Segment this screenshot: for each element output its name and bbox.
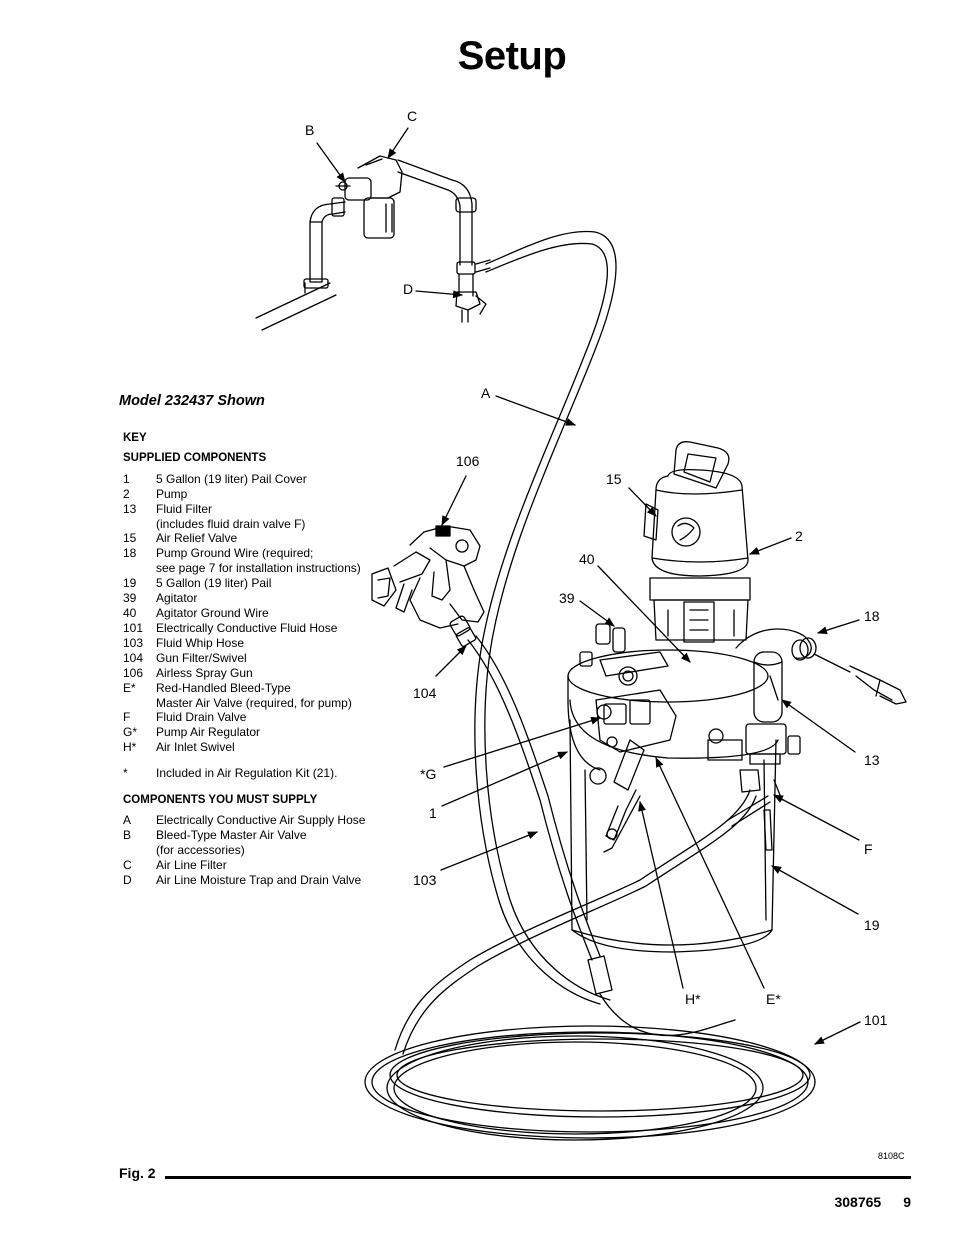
whip-hose	[467, 635, 736, 1037]
pail	[567, 649, 779, 953]
fluid-filter	[707, 651, 801, 851]
callout-f: F	[864, 841, 873, 857]
pump-ground-wire	[735, 628, 907, 705]
callout-c: C	[407, 108, 418, 124]
callout-101: 101	[864, 1012, 888, 1028]
air-line-piping	[255, 155, 491, 331]
callout-39: 39	[559, 590, 575, 606]
callout-g: *G	[420, 766, 437, 782]
callout-e: E*	[766, 991, 781, 1007]
callout-leaders	[316, 127, 861, 1045]
page-title: Setup	[457, 34, 567, 78]
callout-2: 2	[795, 528, 803, 544]
callout-15: 15	[606, 471, 622, 487]
callout-h: H*	[685, 991, 701, 1007]
supply-heading: COMPONENTS YOU MUST SUPPLY	[123, 794, 318, 806]
air-supply-hose	[474, 230, 617, 1005]
callout-19: 19	[864, 917, 880, 933]
page-number: 9	[903, 1194, 911, 1210]
callout-106: 106	[456, 453, 480, 469]
air-regulator-manifold	[579, 623, 677, 853]
spray-gun	[371, 525, 485, 647]
page-footer: 308765 9	[834, 1194, 911, 1210]
callout-b: B	[305, 122, 315, 138]
key-heading: KEY	[123, 432, 147, 444]
callout-18: 18	[864, 608, 880, 624]
callout-13: 13	[864, 752, 880, 768]
fluid-hose-coil	[364, 789, 816, 1141]
figure-number: 8108C	[878, 1151, 905, 1161]
doc-number: 308765	[834, 1194, 882, 1210]
pump	[643, 441, 751, 643]
callout-104: 104	[413, 685, 437, 701]
callout-a: A	[481, 385, 491, 401]
callout-40: 40	[579, 551, 595, 567]
supplied-heading: SUPPLIED COMPONENTS	[123, 452, 267, 464]
callout-d: D	[403, 281, 414, 297]
figure-label: Fig. 2	[119, 1165, 156, 1181]
callout-1: 1	[429, 805, 437, 821]
callout-103: 103	[413, 872, 437, 888]
model-caption: Model 232437 Shown	[119, 393, 265, 409]
divider	[165, 1176, 911, 1179]
